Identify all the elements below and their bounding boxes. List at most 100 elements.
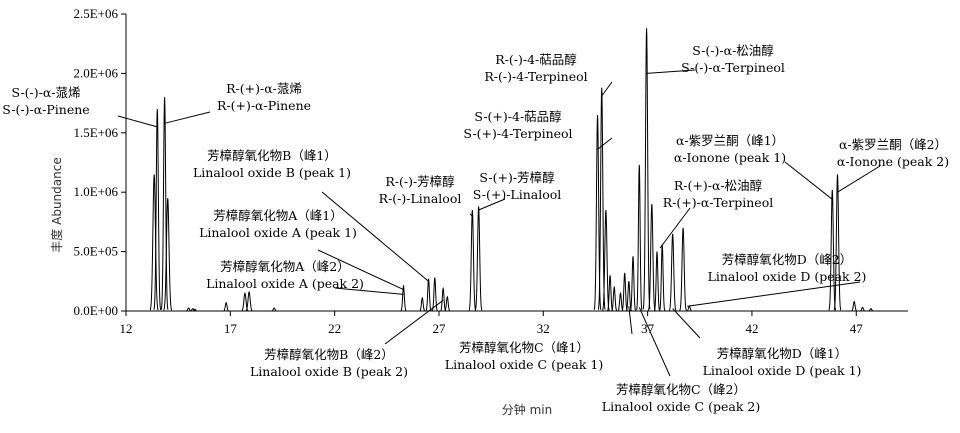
peak-label: R-(-)-芳樟醇 [385, 174, 454, 189]
peak-label: R-(+)-α-蒎烯 [226, 81, 302, 96]
peak-label: 芳樟醇氧化物C（峰2） [616, 382, 746, 397]
peak [642, 28, 651, 310]
peak-label: R-(-)-4-Terpineol [484, 69, 587, 84]
peak-label: R-(+)-α-Pinene [217, 98, 311, 113]
x-tick-label: 22 [328, 321, 341, 336]
peak-label: R-(+)-α-松油醇 [674, 178, 762, 193]
peak [425, 278, 432, 312]
y-tick-label: 1.5E+06 [73, 125, 118, 140]
peak [653, 251, 661, 311]
peak [400, 284, 407, 312]
annotation-leader [469, 213, 473, 217]
peak [245, 290, 253, 312]
annotation-leader [784, 161, 833, 200]
peak-label: Linalool oxide A (peak 1) [199, 225, 357, 240]
peak [668, 233, 677, 311]
peak [163, 198, 173, 311]
peak-label: S-(-)-α-蒎烯 [11, 85, 80, 100]
annotation-leader [837, 165, 881, 193]
peak [647, 204, 656, 311]
peak-label: Linalool oxide A (peak 2) [206, 276, 364, 291]
y-tick-label: 5.0E+05 [73, 244, 118, 259]
peak-label: S-(+)-4-萜品醇 [474, 109, 561, 124]
y-tick-label: 2.5E+06 [73, 6, 118, 21]
peak-label: R-(+)-α-Terpineol [663, 195, 773, 210]
annotation-leader [672, 308, 701, 339]
peak-label: Linalool oxide B (peak 1) [193, 165, 351, 180]
peak-annotations: S-(-)-α-蒎烯 S-(-)-α-Pinene R-(+)-α-蒎烯 R-(+)-… [2, 43, 949, 414]
peak [419, 296, 426, 312]
y-axis-label: 丰度 Abundance [49, 157, 64, 252]
peak [190, 308, 196, 312]
peak [611, 285, 618, 312]
peak [602, 209, 610, 311]
peak-label: Linalool oxide C (peak 1) [445, 357, 603, 372]
peak-label: 芳樟醇氧化物B（峰1） [207, 148, 337, 163]
peak-label: S-(+)-Linalool [473, 187, 562, 202]
peak [160, 97, 169, 310]
axes [121, 13, 908, 316]
annotation-leader [317, 249, 404, 291]
peak-label: 芳樟醇氧化物D（峰1） [717, 346, 847, 361]
peak-label: α-紫罗兰酮（峰1） [676, 133, 784, 148]
peak [636, 164, 643, 311]
peak [859, 306, 866, 312]
peak-label: 芳樟醇氧化物D（峰2） [722, 252, 852, 267]
annotation-leader [117, 115, 158, 128]
peak [679, 227, 687, 311]
peak [271, 307, 277, 312]
peak [153, 109, 162, 310]
peak [192, 308, 198, 312]
peak-label: Linalool oxide D (peak 1) [703, 363, 862, 378]
peak-label: α-Ionone (peak 1) [674, 150, 786, 165]
annotation-leader [478, 198, 506, 211]
peak [223, 301, 229, 312]
peak [431, 277, 438, 312]
peak [686, 305, 693, 312]
peak-label: S-(+)-芳樟醇 [479, 170, 554, 185]
peak-label: R-(-)-Linalool [379, 191, 462, 206]
x-tick-label: 17 [224, 321, 238, 336]
x-tick-label: 47 [850, 321, 864, 336]
annotation-leader [687, 281, 861, 307]
peak-label: 芳樟醇氧化物C（峰1） [459, 340, 589, 355]
peak-label: 芳樟醇氧化物A（峰2） [220, 259, 349, 274]
x-tick-label: 37 [641, 321, 655, 336]
peak [468, 209, 477, 311]
peak [474, 206, 483, 311]
annotation-leader [334, 287, 404, 295]
annotation-leader [321, 191, 429, 282]
peak-label: 芳樟醇氧化物B（峰2） [264, 347, 394, 362]
peak-label: α-紫罗兰酮（峰2） [839, 137, 947, 152]
peak [621, 272, 628, 312]
peak-label: Linalool oxide C (peak 2) [602, 399, 760, 414]
peak-label: Linalool oxide D (peak 2) [708, 269, 867, 284]
peak [851, 300, 857, 312]
peak [659, 244, 666, 311]
annotation-leader [646, 69, 696, 74]
peak-label: S-(-)-α-Pinene [2, 102, 89, 117]
annotation-leader [601, 81, 613, 97]
peak [440, 286, 447, 312]
peak-label: R-(-)-4-萜品醇 [495, 52, 577, 67]
y-tick-label: 0.0E+00 [73, 303, 118, 318]
annotation-leader [164, 111, 211, 124]
y-tick-label: 1.0E+06 [73, 184, 118, 199]
peak [833, 174, 842, 311]
peak-label: 芳樟醇氧化物A（峰1） [213, 208, 342, 223]
annotation-leader [659, 207, 691, 249]
annotation-leader [597, 137, 613, 150]
x-axis-label: 分钟 min [502, 402, 552, 417]
peak [444, 295, 451, 312]
annotation-leader [628, 306, 633, 335]
peak [828, 189, 837, 311]
peak [149, 174, 159, 311]
x-tick-label: 27 [432, 321, 446, 336]
x-tick-label: 32 [537, 321, 550, 336]
x-tick-label: 12 [120, 321, 133, 336]
peak-label: S-(+)-4-Terpineol [463, 126, 572, 141]
peak-label: S-(-)-α-Terpineol [681, 60, 785, 75]
peak-label: Linalool oxide B (peak 2) [250, 364, 408, 379]
